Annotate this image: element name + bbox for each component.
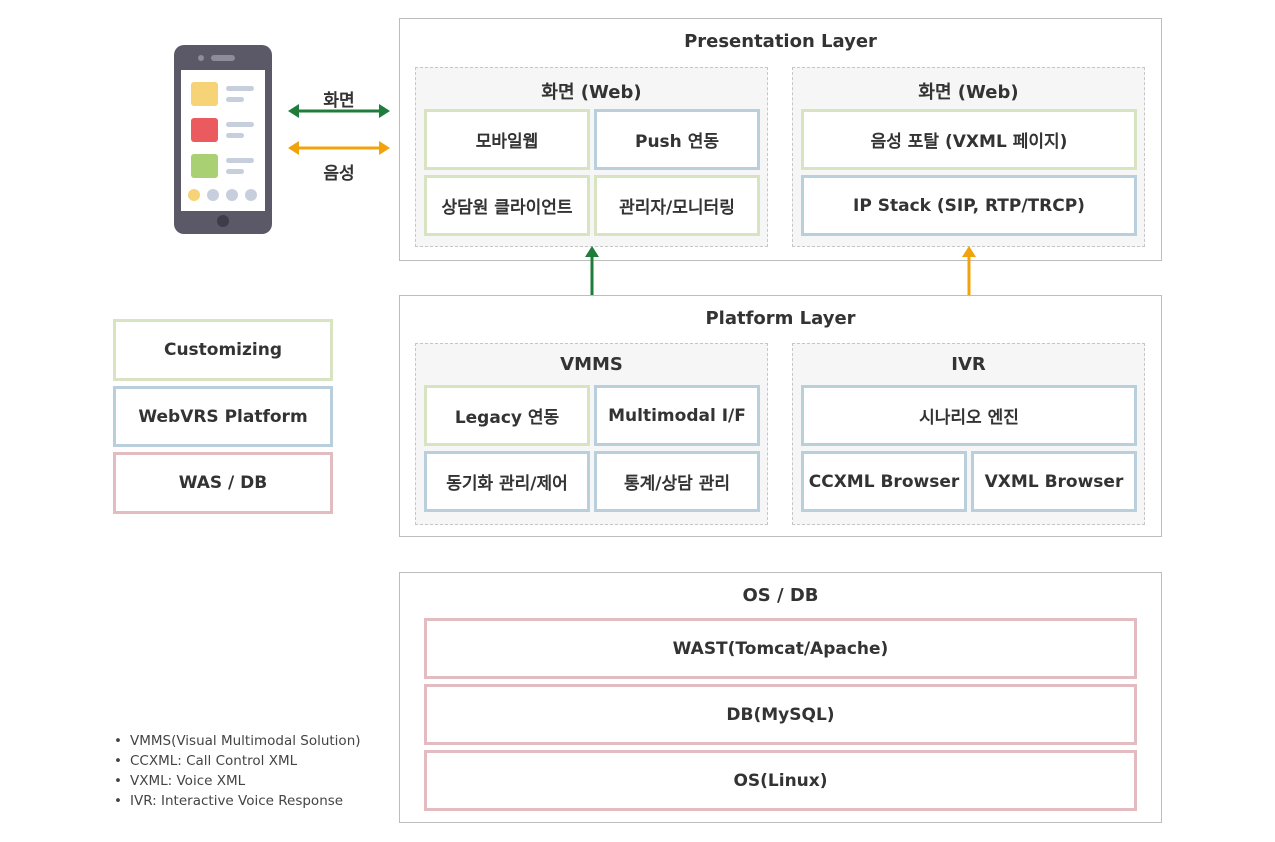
presentation-layer-title: Presentation Layer xyxy=(684,31,877,52)
note-item: IVR: Interactive Voice Response xyxy=(112,791,361,811)
scenario-engine-box: 시나리오 엔진 xyxy=(801,385,1137,446)
note-item: VXML: Voice XML xyxy=(112,771,361,791)
sync-management-box: 동기화 관리/제어 xyxy=(424,451,590,512)
push-integration-box: Push 연동 xyxy=(594,109,760,170)
legend-webvrs-platform: WebVRS Platform xyxy=(113,386,333,447)
mobile-web-box: 모바일웹 xyxy=(424,109,590,170)
presentation-right-group-title: 화면 (Web) xyxy=(918,82,1019,103)
stats-management-box: 통계/상담 관리 xyxy=(594,451,760,512)
legend-was-db: WAS / DB xyxy=(113,452,333,514)
note-item: CCXML: Call Control XML xyxy=(112,751,361,771)
os-linux-box: OS(Linux) xyxy=(424,750,1137,811)
admin-monitoring-box: 관리자/모니터링 xyxy=(594,175,760,236)
wast-box: WAST(Tomcat/Apache) xyxy=(424,618,1137,679)
legend-customizing: Customizing xyxy=(113,319,333,381)
legacy-integration-box: Legacy 연동 xyxy=(424,385,590,446)
abbreviation-notes: VMMS(Visual Multimodal Solution) CCXML: … xyxy=(112,731,361,811)
presentation-left-group-title: 화면 (Web) xyxy=(541,82,642,103)
voice-arrow-label: 음성 xyxy=(323,164,355,184)
phone-illustration xyxy=(174,45,272,234)
os-db-layer-title: OS / DB xyxy=(742,585,819,606)
vmms-group-title: VMMS xyxy=(560,354,623,375)
screen-double-arrow xyxy=(288,104,390,118)
voice-portal-box: 음성 포탈 (VXML 페이지) xyxy=(801,109,1137,170)
voice-double-arrow xyxy=(288,141,390,155)
ccxml-browser-box: CCXML Browser xyxy=(801,451,967,512)
agent-client-box: 상담원 클라이언트 xyxy=(424,175,590,236)
vxml-browser-box: VXML Browser xyxy=(971,451,1137,512)
screen-arrow-label: 화면 xyxy=(323,91,355,111)
ivr-group-title: IVR xyxy=(951,354,986,375)
note-item: VMMS(Visual Multimodal Solution) xyxy=(112,731,361,751)
ip-stack-box: IP Stack (SIP, RTP/TRCP) xyxy=(801,175,1137,236)
db-mysql-box: DB(MySQL) xyxy=(424,684,1137,745)
mobile-phone-icon xyxy=(174,45,272,234)
multimodal-if-box: Multimodal I/F xyxy=(594,385,760,446)
platform-layer-title: Platform Layer xyxy=(705,308,856,329)
